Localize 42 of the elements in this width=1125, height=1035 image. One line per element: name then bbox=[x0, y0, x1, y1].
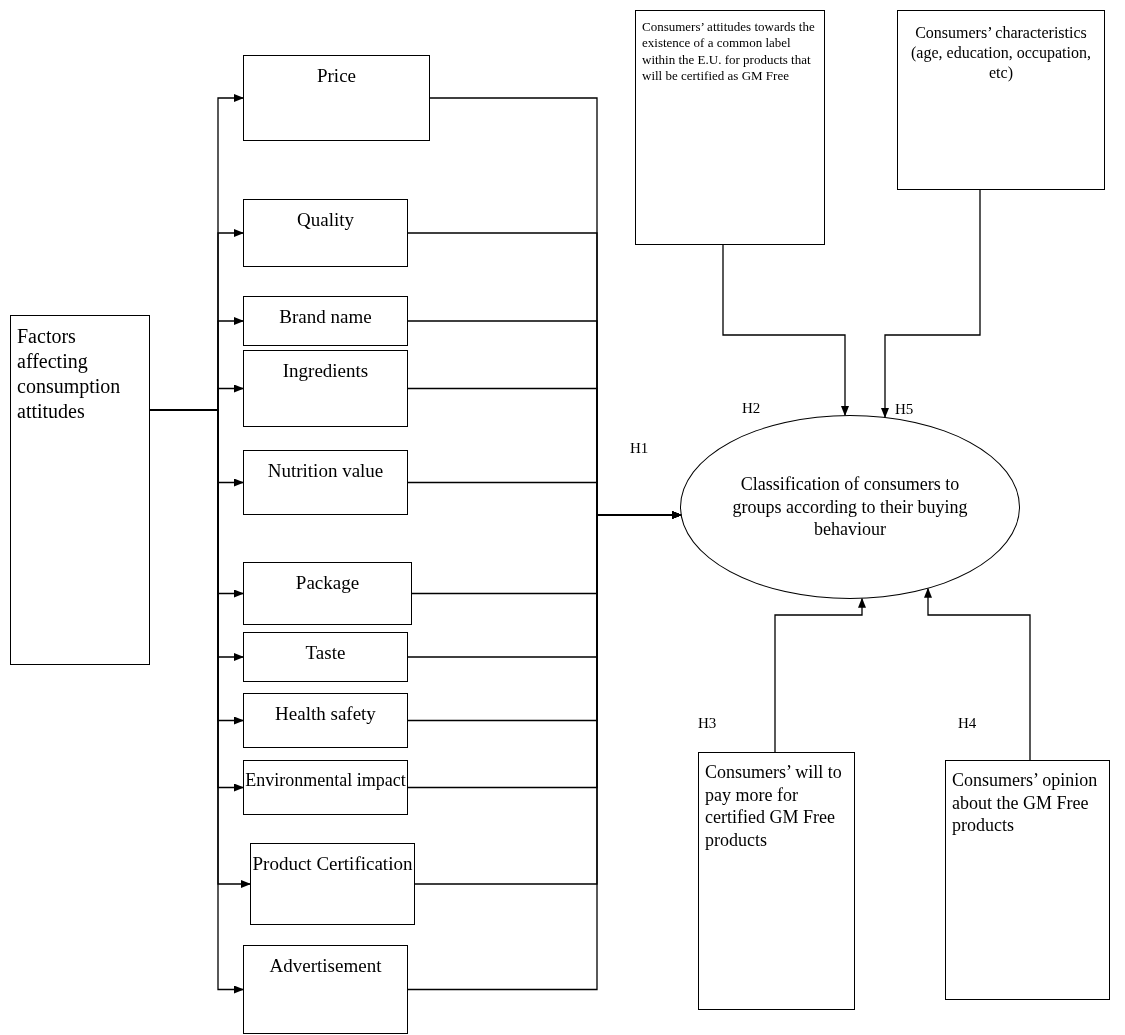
arrow bbox=[722, 244, 849, 417]
box-text: Consumers’ will to pay more for certified GM Free products bbox=[705, 761, 843, 851]
box-text: Advertisement bbox=[269, 954, 382, 978]
factor-box bbox=[243, 450, 408, 515]
box-text: Consumers’ attitudes towards the existence of a common label within the E.U. for products that will be certified as GM Free bbox=[642, 19, 816, 84]
box-text: Health safety bbox=[275, 702, 376, 726]
box-text: Classification of consumers to groups according to their buying behaviour bbox=[731, 473, 969, 541]
hypothesis-label: H2 bbox=[742, 399, 761, 418]
arrow bbox=[881, 189, 981, 418]
hypothesis-label: H3 bbox=[698, 714, 717, 733]
factor-box bbox=[243, 760, 408, 815]
hypothesis-label: H4 bbox=[958, 714, 977, 733]
box-text: Factors affecting consumption attitudes bbox=[17, 324, 122, 424]
box-text: Brand name bbox=[279, 305, 372, 329]
arrow bbox=[774, 597, 866, 753]
hypothesis-label: H1 bbox=[630, 439, 649, 458]
box-text: Consumers’ characteristics (age, education, occupation, etc) bbox=[910, 23, 1092, 83]
factor-box bbox=[698, 752, 855, 1010]
factor-box bbox=[243, 350, 408, 427]
factor-box bbox=[243, 945, 408, 1034]
factor-box bbox=[897, 10, 1105, 190]
factor-box bbox=[243, 199, 408, 267]
box-text: Environmental impact bbox=[245, 769, 406, 792]
box-text: Consumers’ opinion about the GM Free products bbox=[952, 769, 1099, 837]
factor-box bbox=[10, 315, 150, 665]
factor-box bbox=[243, 562, 412, 625]
factor-box bbox=[243, 632, 408, 682]
factor-box bbox=[243, 296, 408, 346]
box-text: Nutrition value bbox=[267, 459, 384, 483]
factor-box bbox=[243, 55, 430, 141]
box-text: Ingredients bbox=[282, 359, 369, 383]
factor-box bbox=[250, 843, 415, 925]
arrow bbox=[924, 587, 1031, 761]
box-text: Taste bbox=[305, 641, 346, 665]
box-text: Package bbox=[295, 571, 360, 595]
factor-box bbox=[635, 10, 825, 245]
box-text: Quality bbox=[297, 208, 354, 232]
box-text: Price bbox=[316, 64, 356, 88]
factor-box bbox=[945, 760, 1110, 1000]
factor-box bbox=[243, 693, 408, 748]
hypothesis-label: H5 bbox=[895, 400, 914, 419]
box-text: Product Certification bbox=[252, 852, 413, 876]
